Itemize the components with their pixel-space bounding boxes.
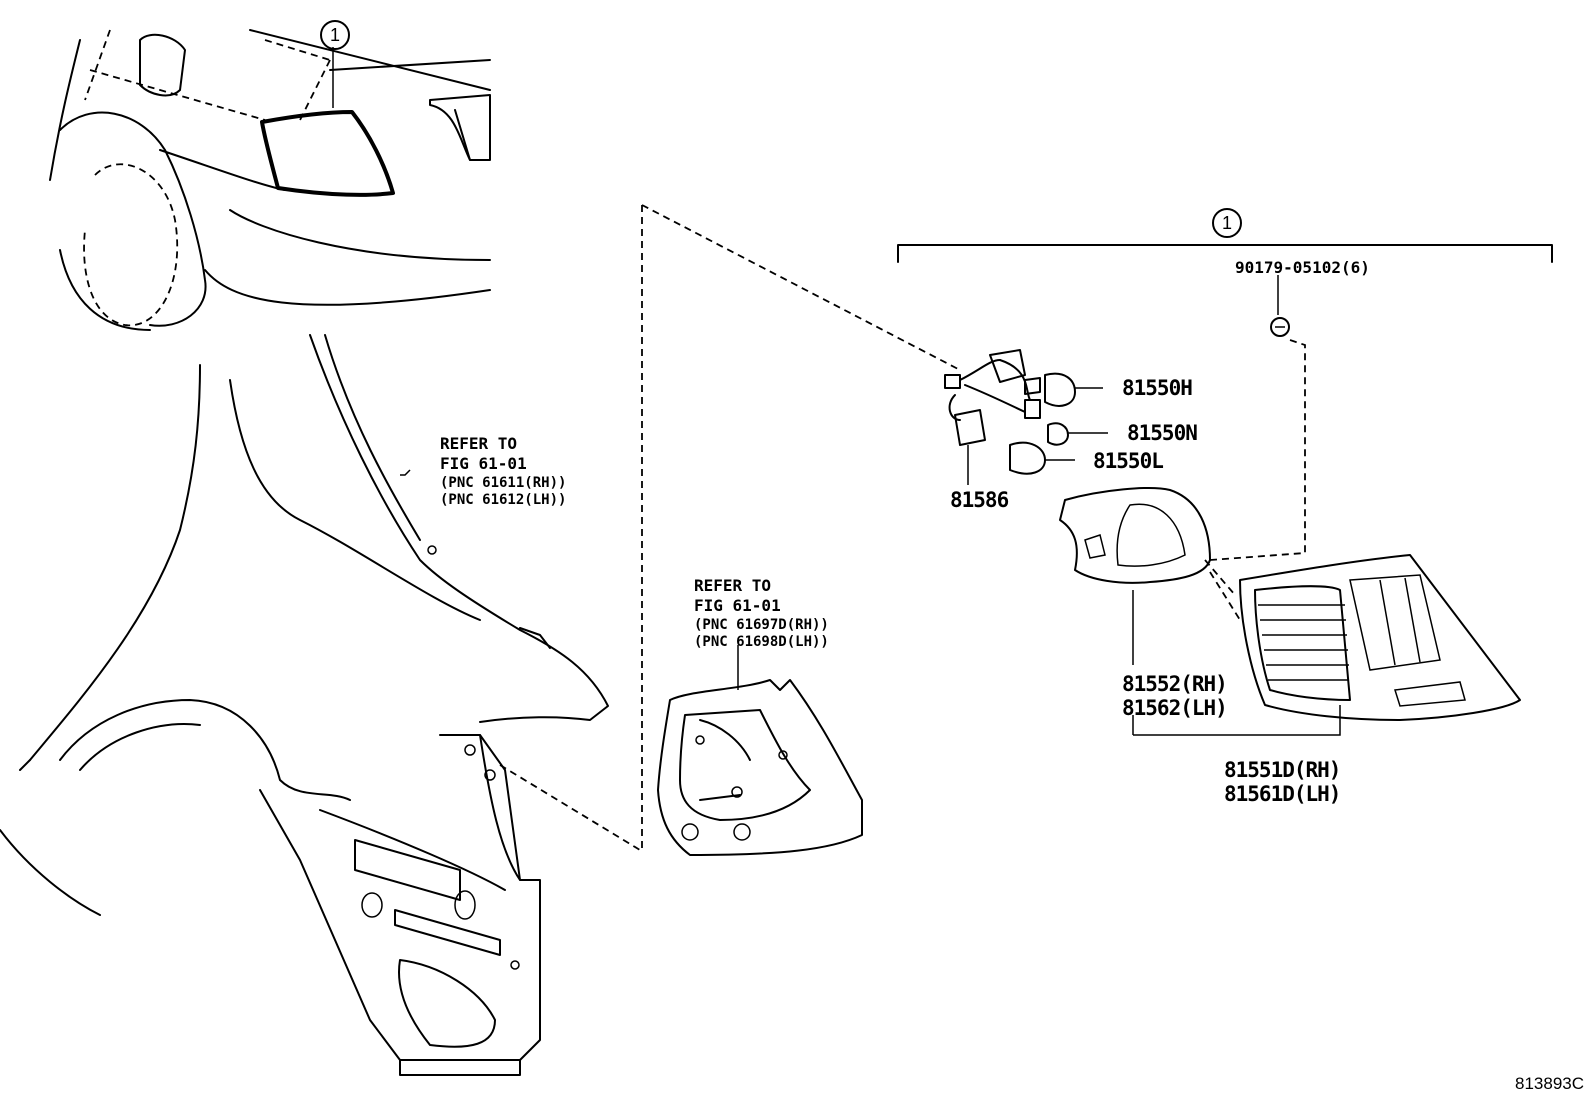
refer-inner-line2: FIG 61-01 <box>694 596 781 615</box>
refer-fender-line2: FIG 61-01 <box>440 454 527 473</box>
part-gasket-rh: 81552(RH) <box>1122 672 1228 696</box>
refer-fender-leader <box>400 469 411 476</box>
gasket <box>1059 487 1211 665</box>
ref-circle-1: 1 <box>320 20 350 50</box>
refer-inner-line4: (PNC 61698D(LH)) <box>694 634 829 650</box>
assembly-bracket <box>897 244 1553 263</box>
clip <box>1270 317 1306 555</box>
part-lamp-lh: 81561D(LH) <box>1224 782 1341 806</box>
part-bulb-n: 81550N <box>1127 421 1198 445</box>
refer-inner-line1: REFER TO <box>694 576 772 595</box>
zoom-top-edge <box>641 204 961 371</box>
refer-fender-line4: (PNC 61612(LH)) <box>440 492 567 508</box>
part-bulb-l: 81550L <box>1093 449 1164 473</box>
part-bulb-h: 81550H <box>1122 376 1193 400</box>
part-socket: 81586 <box>950 488 1009 512</box>
inner-panel-center <box>657 679 863 856</box>
quarter-panel-outline <box>0 334 609 916</box>
rear-inner-panel <box>259 734 641 1076</box>
car-rear-outline <box>49 29 491 331</box>
part-lamp-rh: 81551D(RH) <box>1224 758 1341 782</box>
bulbs <box>1009 372 1108 475</box>
part-clip: 90179-05102(6) <box>1235 258 1370 277</box>
socket-wiring <box>944 349 1041 485</box>
refer-inner-line3: (PNC 61697D(RH)) <box>694 617 829 633</box>
figure-id: 813893C <box>1515 1074 1585 1093</box>
refer-fender-line1: REFER TO <box>440 434 518 453</box>
assembly-circle-1: 1 <box>1212 208 1242 238</box>
tail-lamp <box>1132 552 1521 736</box>
part-gasket-lh: 81562(LH) <box>1122 696 1228 720</box>
refer-fender-line3: (PNC 61611(RH)) <box>440 475 567 491</box>
